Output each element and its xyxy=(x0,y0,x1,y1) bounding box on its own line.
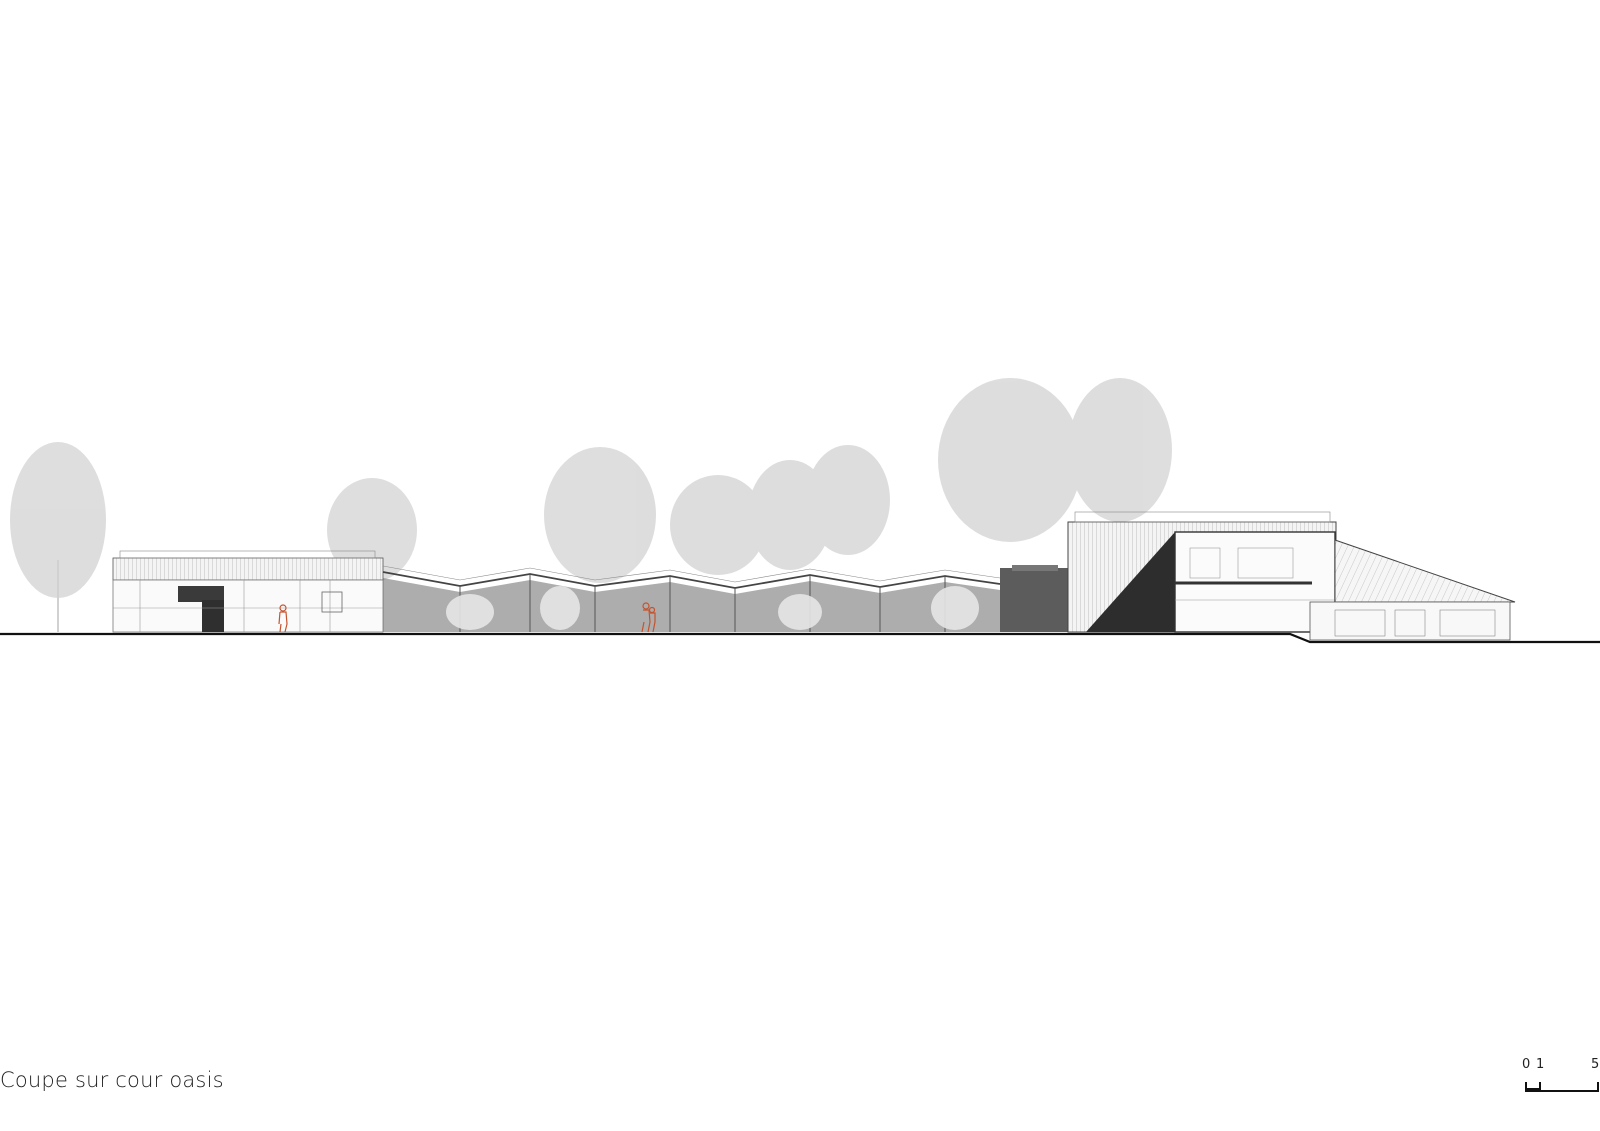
figure-left xyxy=(278,604,288,633)
canopy-roof xyxy=(382,571,1001,589)
ground-line xyxy=(0,632,1600,644)
scale-label-1: 1 xyxy=(1536,1057,1545,1072)
background-trees xyxy=(10,378,1172,632)
right-building xyxy=(1067,511,1516,641)
scale-bar-line xyxy=(1525,1082,1599,1092)
scale-label-5: 5 xyxy=(1591,1057,1600,1072)
drawing-title: Coupe sur cour oasis xyxy=(0,1068,224,1092)
tree-far-left xyxy=(10,442,106,632)
tree-right-large-2 xyxy=(1068,378,1172,522)
tree-right-large-1 xyxy=(938,378,1082,542)
canopy-dark-glazing xyxy=(383,578,1000,632)
central-canopy xyxy=(382,565,1001,632)
human-figures xyxy=(278,602,656,633)
figure-centre xyxy=(641,602,656,633)
connector-block xyxy=(1000,565,1070,632)
tree-centre xyxy=(544,447,656,583)
pitched-roof xyxy=(1334,539,1516,603)
scale-label-0: 0 xyxy=(1522,1057,1531,1072)
tree-left-mid xyxy=(327,478,417,582)
left-building xyxy=(112,550,384,633)
tree-centre-right-3 xyxy=(806,445,890,555)
cast-shadow xyxy=(1086,532,1175,632)
tree-centre-right-1 xyxy=(670,475,766,575)
scale-bar: 0 1 5 xyxy=(1518,1057,1600,1097)
